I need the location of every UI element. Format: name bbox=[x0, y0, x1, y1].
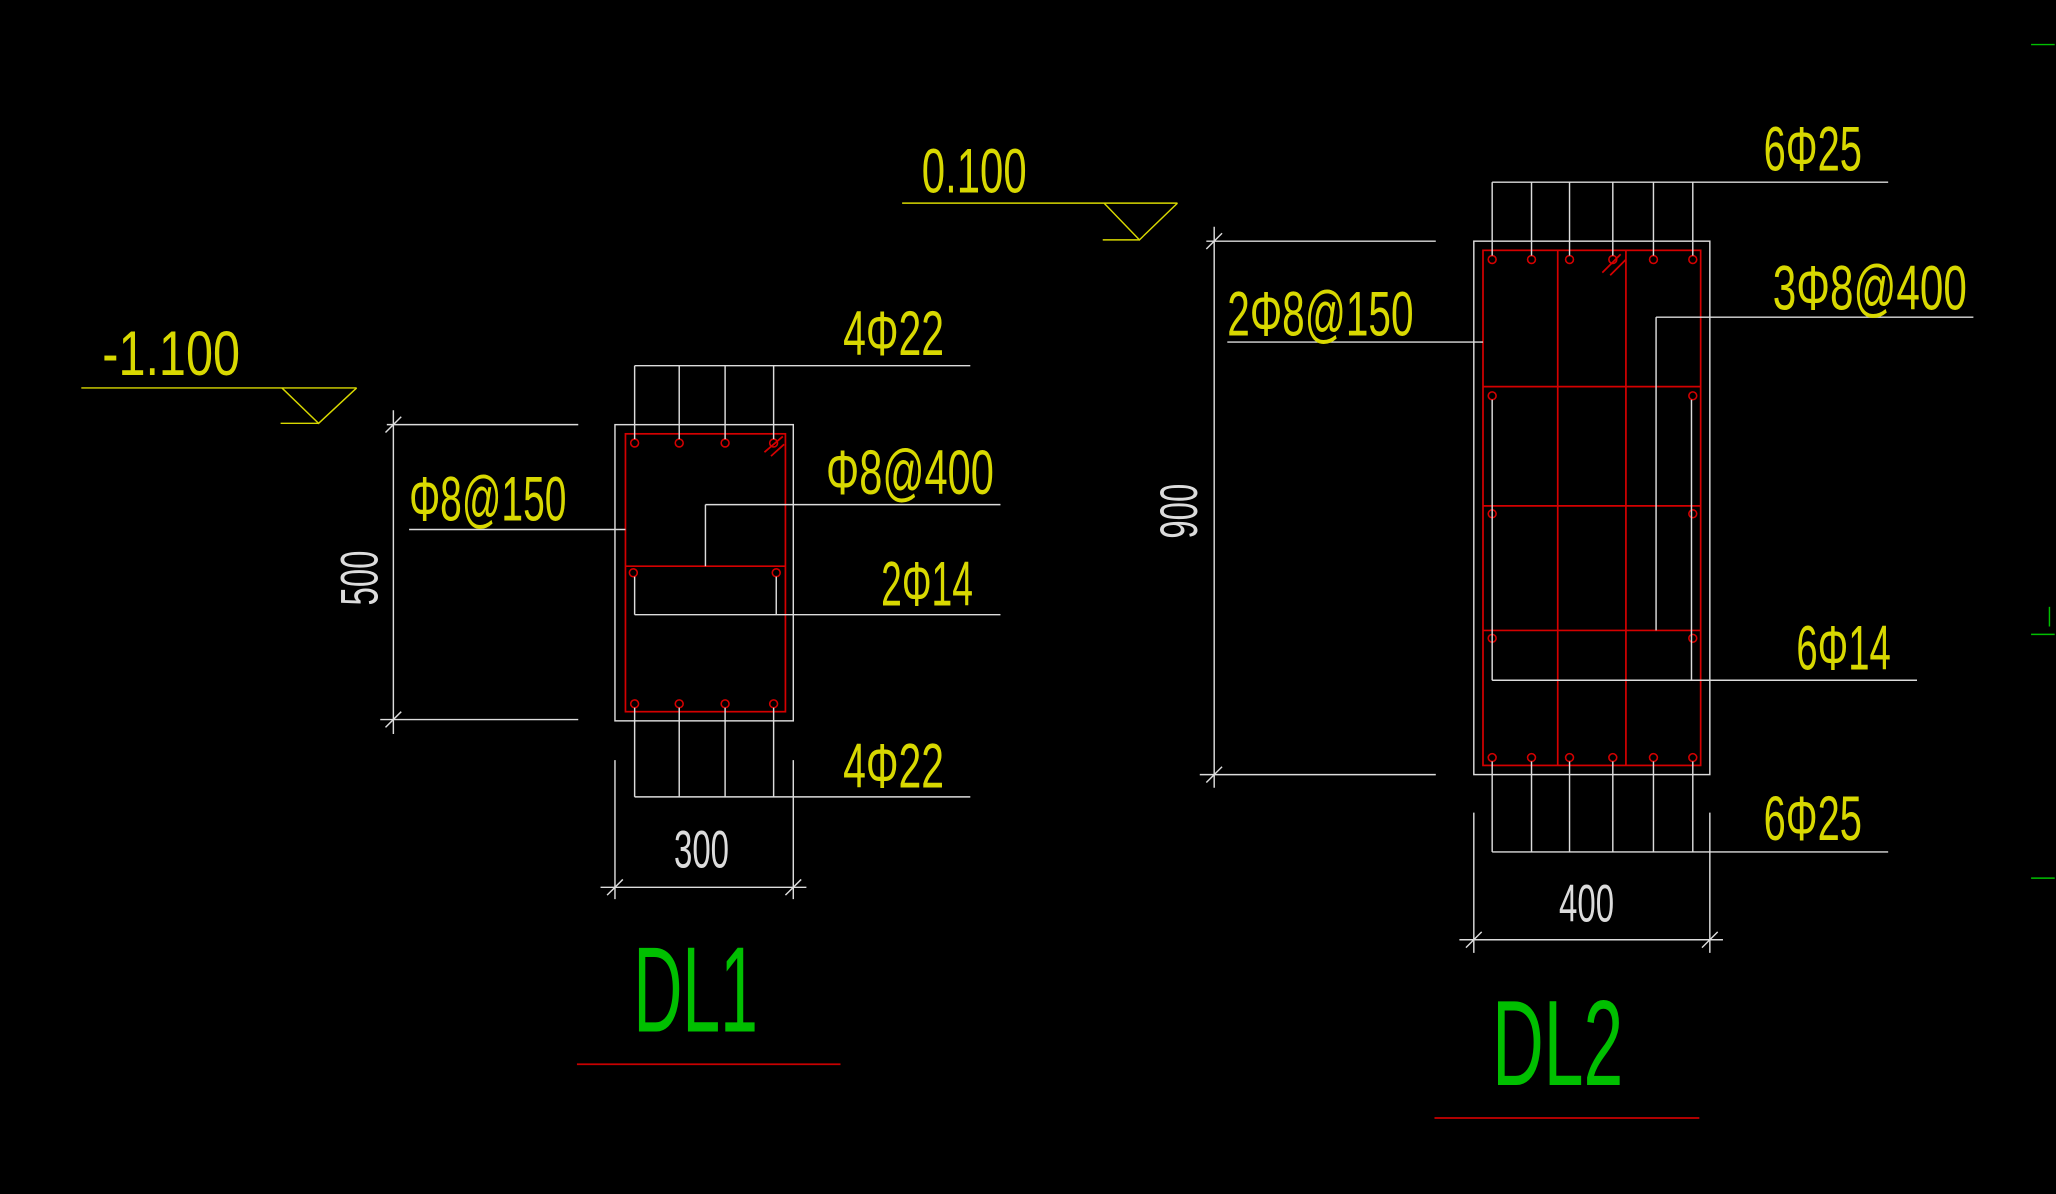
stirrup-hook bbox=[1609, 258, 1627, 276]
rebar-side bbox=[628, 568, 639, 578]
rebar-side bbox=[1688, 391, 1698, 401]
height-dimension-dl1: 500 bbox=[332, 410, 579, 734]
stirrup-outer bbox=[1482, 249, 1702, 767]
width-dimension-text-dl2: 400 bbox=[1559, 875, 1614, 933]
elevation-marker-dl1: -1.100 bbox=[81, 319, 358, 425]
top-bars-label-dl2: 6Φ25 bbox=[1764, 114, 1862, 184]
side-bars-label-dl1: 2Φ14 bbox=[881, 550, 973, 620]
width-dimension-dl2: 400 bbox=[1459, 812, 1723, 953]
elevation-label-dl2: 0.100 bbox=[922, 137, 1027, 207]
section-title-dl2: DL2 bbox=[1492, 975, 1623, 1111]
width-dimension-text-dl1: 300 bbox=[674, 822, 729, 880]
elevation-label-dl1: -1.100 bbox=[102, 319, 240, 389]
elevation-triangle bbox=[281, 387, 358, 425]
stirrup-hook bbox=[763, 435, 784, 453]
rebar-side bbox=[1688, 509, 1698, 519]
stirrup bbox=[624, 432, 787, 713]
height-dimension-text-dl1: 500 bbox=[332, 550, 390, 605]
leaders-dl2 bbox=[1227, 181, 1974, 853]
tie-label-dl2: 3Φ8@400 bbox=[1773, 253, 1967, 323]
height-dimension-text-dl2: 900 bbox=[1151, 484, 1209, 539]
side-bars-label-dl2: 6Φ14 bbox=[1796, 614, 1890, 684]
height-dimension-dl2: 900 bbox=[1151, 226, 1436, 788]
concrete-outline-dl1 bbox=[614, 423, 795, 722]
bottom-bars-label-dl1: 4Φ22 bbox=[843, 732, 944, 802]
stirrup-label-dl1: Φ8@150 bbox=[409, 464, 566, 534]
section-title-dl1: DL1 bbox=[633, 922, 758, 1058]
rebar-side bbox=[1688, 633, 1698, 644]
elevation-marker-dl2: 0.100 bbox=[902, 137, 1178, 241]
stirrup-hook bbox=[770, 443, 785, 457]
edge-marks bbox=[2031, 43, 2055, 879]
stirrup-label-dl2: 2Φ8@150 bbox=[1227, 280, 1413, 350]
top-bars-label-dl1: 4Φ22 bbox=[843, 299, 944, 369]
concrete-outline-dl2 bbox=[1473, 240, 1711, 776]
rebar-side bbox=[771, 568, 781, 578]
section-dl2: 0.100 900 bbox=[902, 114, 1974, 1119]
bottom-bars-label-dl2: 6Φ25 bbox=[1764, 784, 1862, 854]
width-dimension-dl1: 300 bbox=[600, 760, 807, 900]
section-dl1: -1.100 500 bbox=[81, 299, 1001, 1066]
leaders-dl1 bbox=[409, 364, 1001, 798]
tie-label-dl1: Φ8@400 bbox=[826, 438, 994, 508]
